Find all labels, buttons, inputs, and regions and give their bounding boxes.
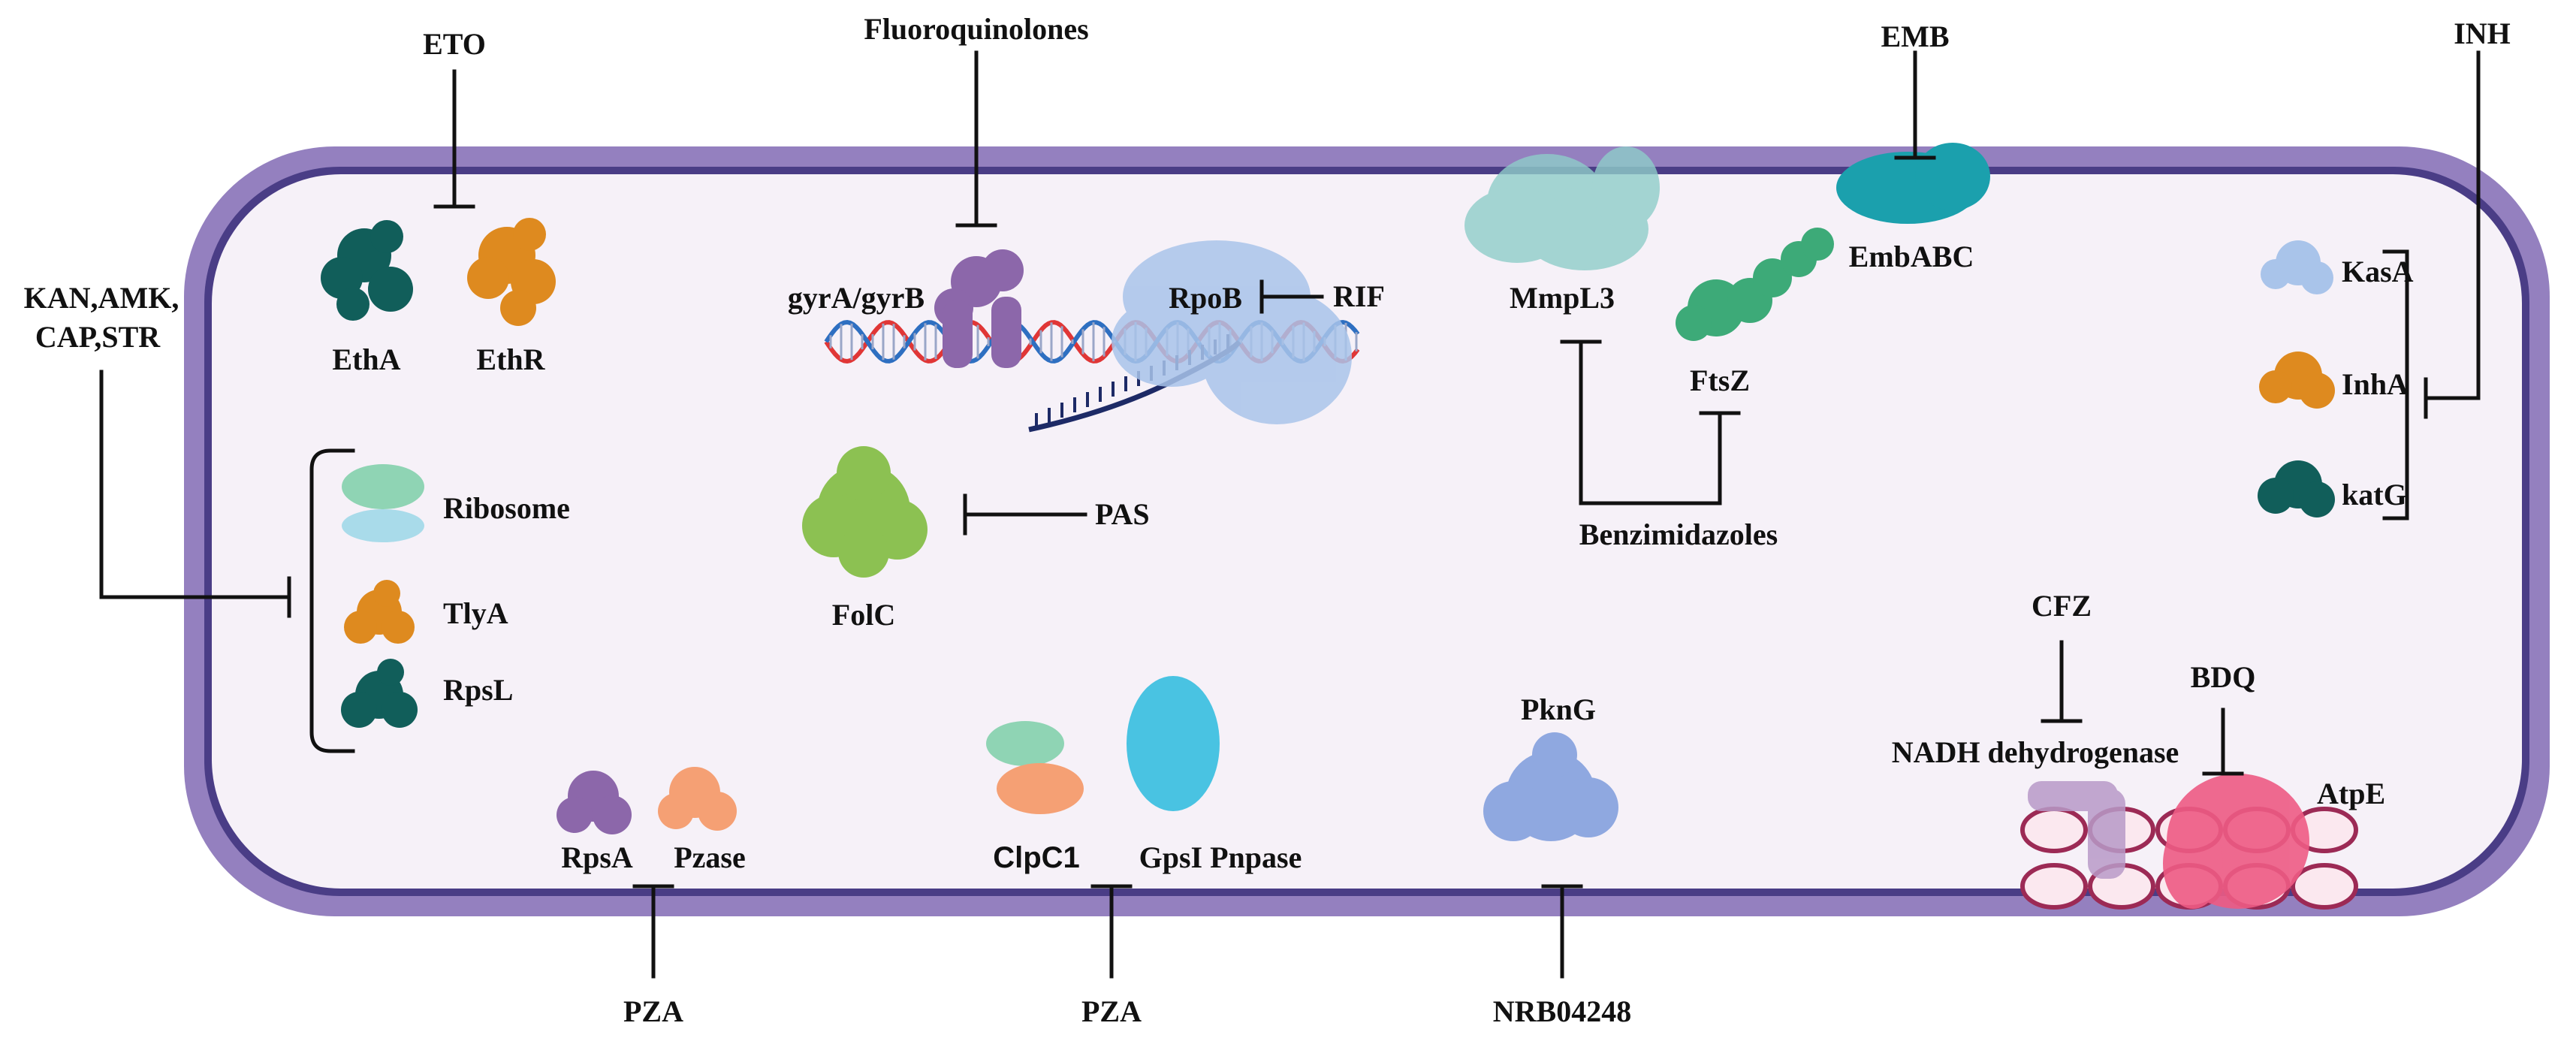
- ethr-protein-icon: [467, 218, 556, 326]
- target-label-ribosome: Ribosome: [443, 491, 570, 525]
- rpsl-protein-icon: [341, 659, 418, 728]
- drug-label-rif: RIF: [1333, 279, 1385, 313]
- pzase-protein-icon: [658, 767, 737, 831]
- target-label-pkng: PknG: [1521, 692, 1596, 726]
- drug-label-aminoglycosides-line1: KAN,AMK,: [24, 281, 179, 315]
- target-label-folc: FolC: [832, 598, 895, 632]
- cell-cytoplasm: [212, 174, 2522, 889]
- target-label-ftsz: FtsZ: [1690, 364, 1750, 397]
- inha-protein-icon: [2259, 352, 2335, 409]
- target-label-katg: katG: [2342, 478, 2407, 511]
- target-label-etha: EthA: [332, 342, 400, 376]
- target-label-atpe: AtpE: [2317, 777, 2385, 810]
- drug-label-inh: INH: [2454, 17, 2511, 50]
- folc-protein-icon: [802, 446, 928, 578]
- lipid-unit: [2020, 863, 2088, 910]
- target-label-rpsl: RpsL: [443, 673, 513, 707]
- drug-label-cfz: CFZ: [2032, 589, 2092, 623]
- drug-label-nrb04248: NRB04248: [1493, 994, 1631, 1028]
- drug-label-bdq: BDQ: [2191, 660, 2256, 694]
- inhibition-lines: [99, 50, 2481, 979]
- etha-protein-icon: [321, 220, 413, 321]
- target-label-inha: InhA: [2342, 367, 2409, 401]
- rpob-polymerase-icon: [1112, 240, 1352, 424]
- katg-protein-icon: [2258, 460, 2335, 517]
- clpc1-protein-icon: [986, 721, 1084, 814]
- drug-label-pas: PAS: [1095, 497, 1150, 531]
- ftsz-protein-icon: [1676, 228, 1834, 341]
- atpe-protein-icon: [2163, 774, 2309, 909]
- drug-label-emb: EMB: [1881, 20, 1949, 53]
- target-label-gyr: gyrA/gyrB: [788, 281, 925, 315]
- tlya-protein-icon: [344, 580, 415, 644]
- gpsi-protein-icon: [1127, 676, 1220, 811]
- lipid-unit: [2020, 807, 2088, 853]
- drug-label-benzimidazoles: Benzimidazoles: [1579, 517, 1778, 551]
- kasa-protein-icon: [2261, 240, 2333, 294]
- target-label-rpsa: RpsA: [561, 840, 633, 874]
- drug-label-fluoroquinolones: Fluoroquinolones: [864, 12, 1088, 46]
- drug-label-pza-middle: PZA: [1081, 994, 1142, 1028]
- target-label-embabc: EmbABC: [1849, 240, 1974, 273]
- target-label-nadh-dehydrogenase: NADH dehydrogenase: [1892, 735, 2179, 769]
- target-label-kasa: KasA: [2342, 255, 2414, 288]
- target-label-mmpl3: MmpL3: [1510, 281, 1615, 315]
- rpsa-protein-icon: [557, 771, 632, 834]
- target-label-pzase: Pzase: [674, 840, 746, 874]
- target-label-clpc1: ClpC1: [993, 841, 1080, 874]
- nadh-dehydrogenase-icon: [2028, 781, 2125, 879]
- drug-label-aminoglycosides-line2: CAP,STR: [35, 320, 161, 354]
- target-label-tlya: TlyA: [443, 596, 508, 630]
- target-label-ethr: EthR: [476, 342, 545, 376]
- drug-label-eto: ETO: [423, 27, 486, 61]
- pkng-protein-icon: [1483, 732, 1618, 841]
- ribosome-icon: [342, 464, 424, 542]
- lipid-unit: [2291, 863, 2358, 910]
- gyr-protein-icon: [934, 249, 1024, 368]
- mmpl3-protein-icon: [1464, 146, 1660, 270]
- target-label-rpob: RpoB: [1169, 281, 1242, 315]
- drug-label-pza-left: PZA: [623, 994, 683, 1028]
- target-label-gpsi-pnpase: GpsI Pnpase: [1139, 840, 1302, 874]
